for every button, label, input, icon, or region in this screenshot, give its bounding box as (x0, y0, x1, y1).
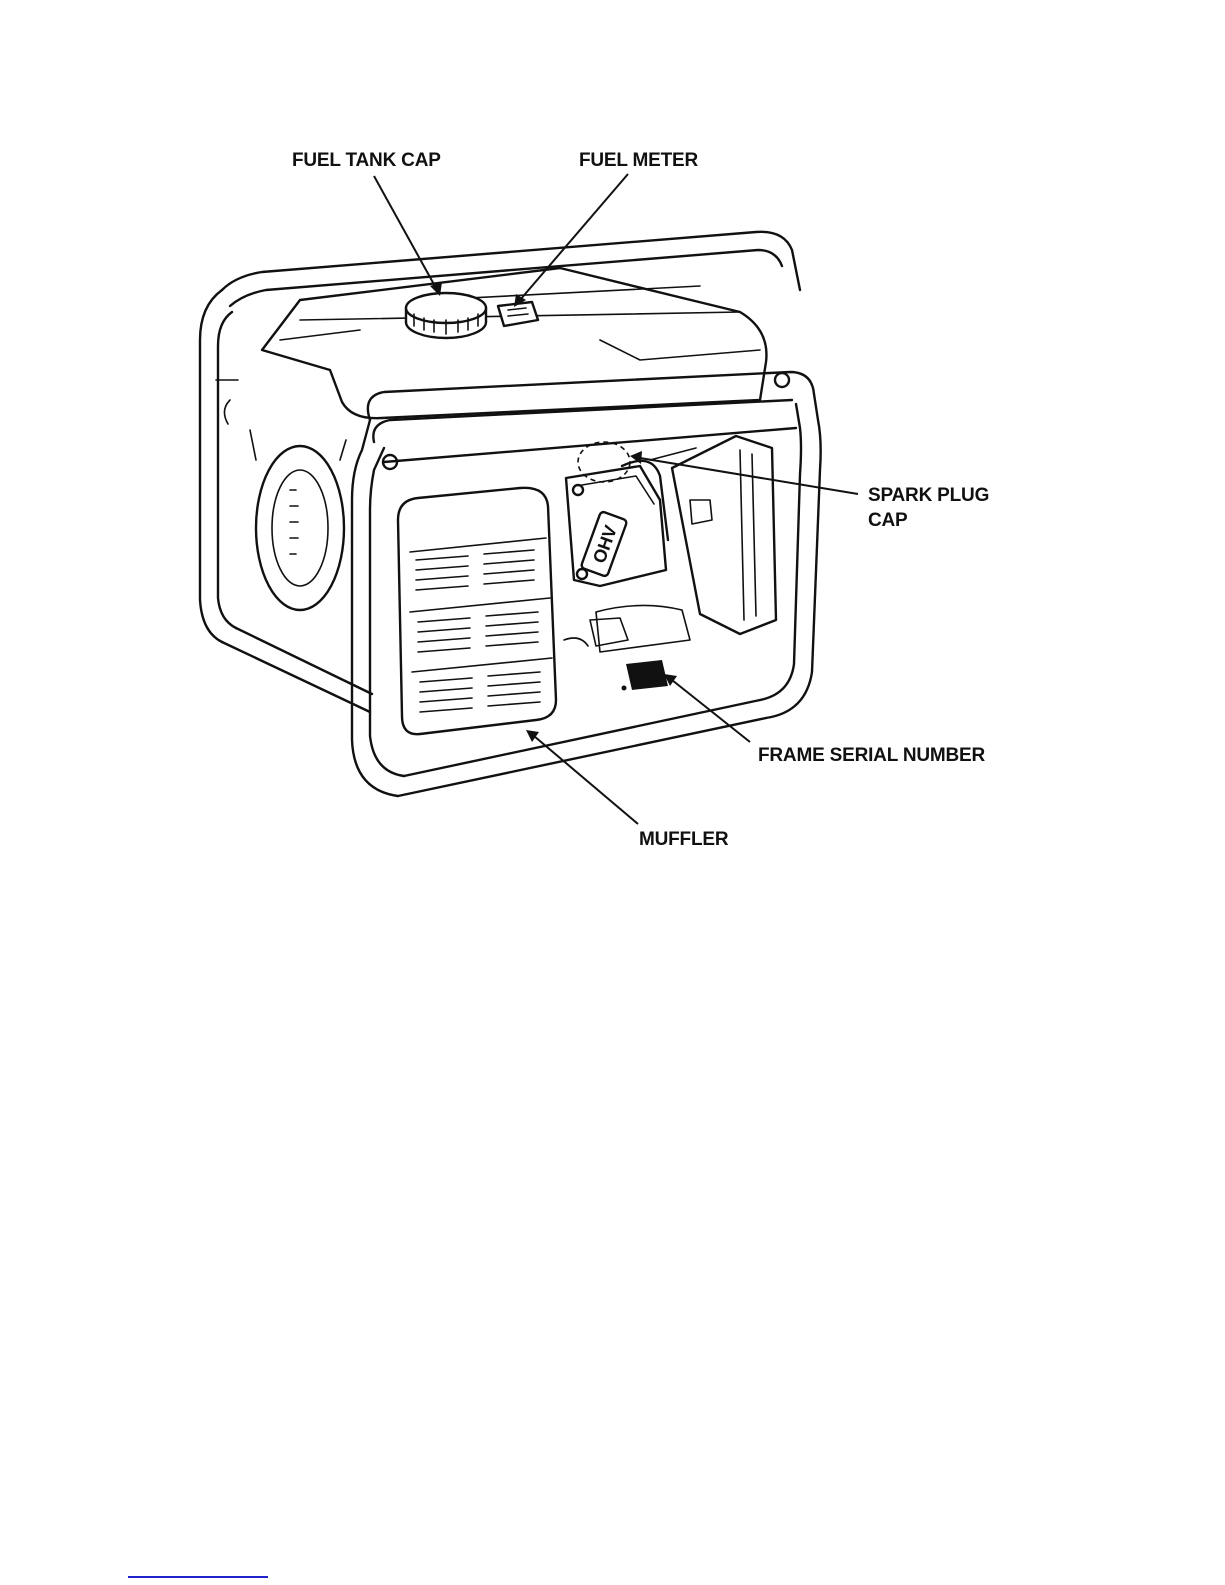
label-frame-serial-number: FRAME SERIAL NUMBER (758, 745, 985, 766)
footer-link-underline[interactable] (128, 1576, 268, 1578)
label-spark-plug-cap-line1: SPARK PLUG (868, 485, 989, 506)
generator-illustration: OHV (200, 232, 821, 796)
label-spark-plug-cap-line2: CAP (868, 510, 908, 531)
label-fuel-tank-cap: FUEL TANK CAP (292, 150, 441, 171)
label-fuel-meter: FUEL METER (579, 150, 699, 171)
label-muffler: MUFFLER (639, 829, 729, 850)
